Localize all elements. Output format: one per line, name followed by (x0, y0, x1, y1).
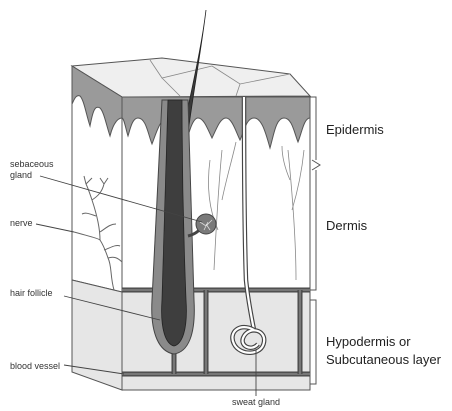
label-hypodermis-line2: Subcutaneous layer (326, 352, 442, 367)
label-sweat-gland: sweat gland (232, 397, 280, 407)
nerve-leader (36, 224, 74, 232)
label-hair-follicle: hair follicle (10, 288, 53, 298)
label-epidermis: Epidermis (326, 122, 384, 137)
label-sebaceous-line1: sebaceous (10, 159, 54, 169)
label-nerve: nerve (10, 218, 33, 228)
label-hypodermis-line1: Hypodermis or (326, 334, 411, 349)
label-sebaceous-line2: gland (10, 170, 32, 180)
left-face-hypodermis (72, 280, 122, 390)
layer-brackets (310, 97, 320, 384)
label-dermis: Dermis (326, 218, 368, 233)
label-blood-vessel: blood vessel (10, 361, 60, 371)
